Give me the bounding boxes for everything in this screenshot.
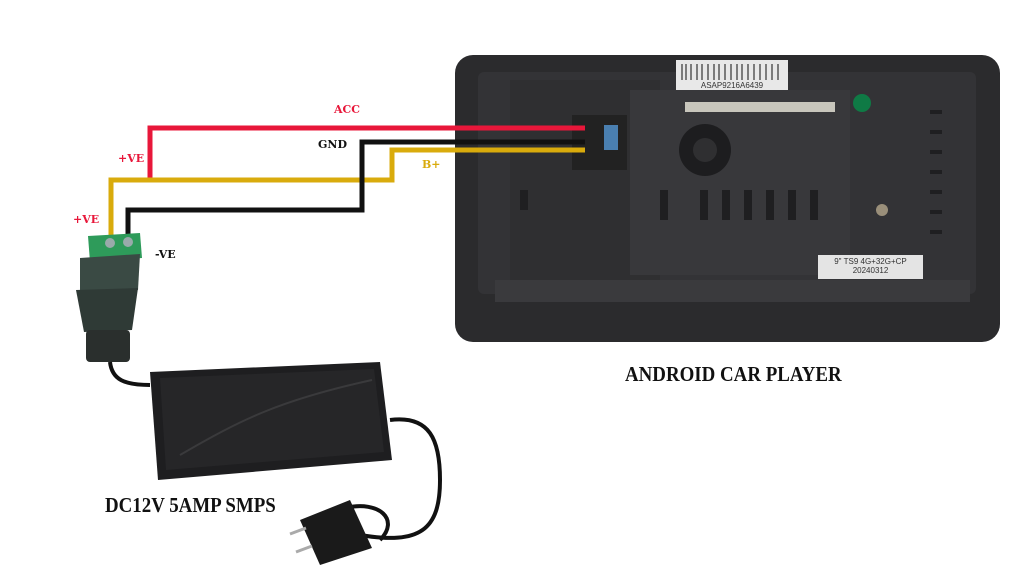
smps-power-supply (150, 362, 443, 565)
gnd-label: GND (318, 138, 347, 151)
antenna-socket (876, 204, 888, 216)
android-car-player (455, 55, 1000, 342)
ve-plus-label-top: +VE (118, 152, 145, 165)
barcode-sticker (676, 60, 788, 90)
plug (300, 500, 372, 565)
dc-jack-adapter (76, 233, 151, 387)
acc-label: ACC (334, 103, 361, 116)
connector-left (685, 102, 760, 112)
model-date: 20240312 (852, 266, 889, 275)
ve-minus-label: -VE (155, 248, 176, 261)
wire-gnd (125, 139, 585, 238)
model-sticker (818, 255, 923, 279)
b-plus-label: B+ (422, 158, 441, 171)
status-led (853, 94, 871, 112)
wire-b-plus (108, 147, 585, 238)
ve-plus-label-bottom: +VE (73, 213, 100, 226)
wire-acc (147, 125, 585, 182)
player-caption: ANDROID CAR PLAYER (625, 362, 842, 386)
psu-caption: DC12V 5AMP SMPS (105, 493, 276, 517)
connector-right (745, 102, 835, 112)
barcode-text: ASAP9216A6439 (700, 81, 764, 90)
model-text: 9" TS9 4G+32G+CP (834, 257, 907, 266)
